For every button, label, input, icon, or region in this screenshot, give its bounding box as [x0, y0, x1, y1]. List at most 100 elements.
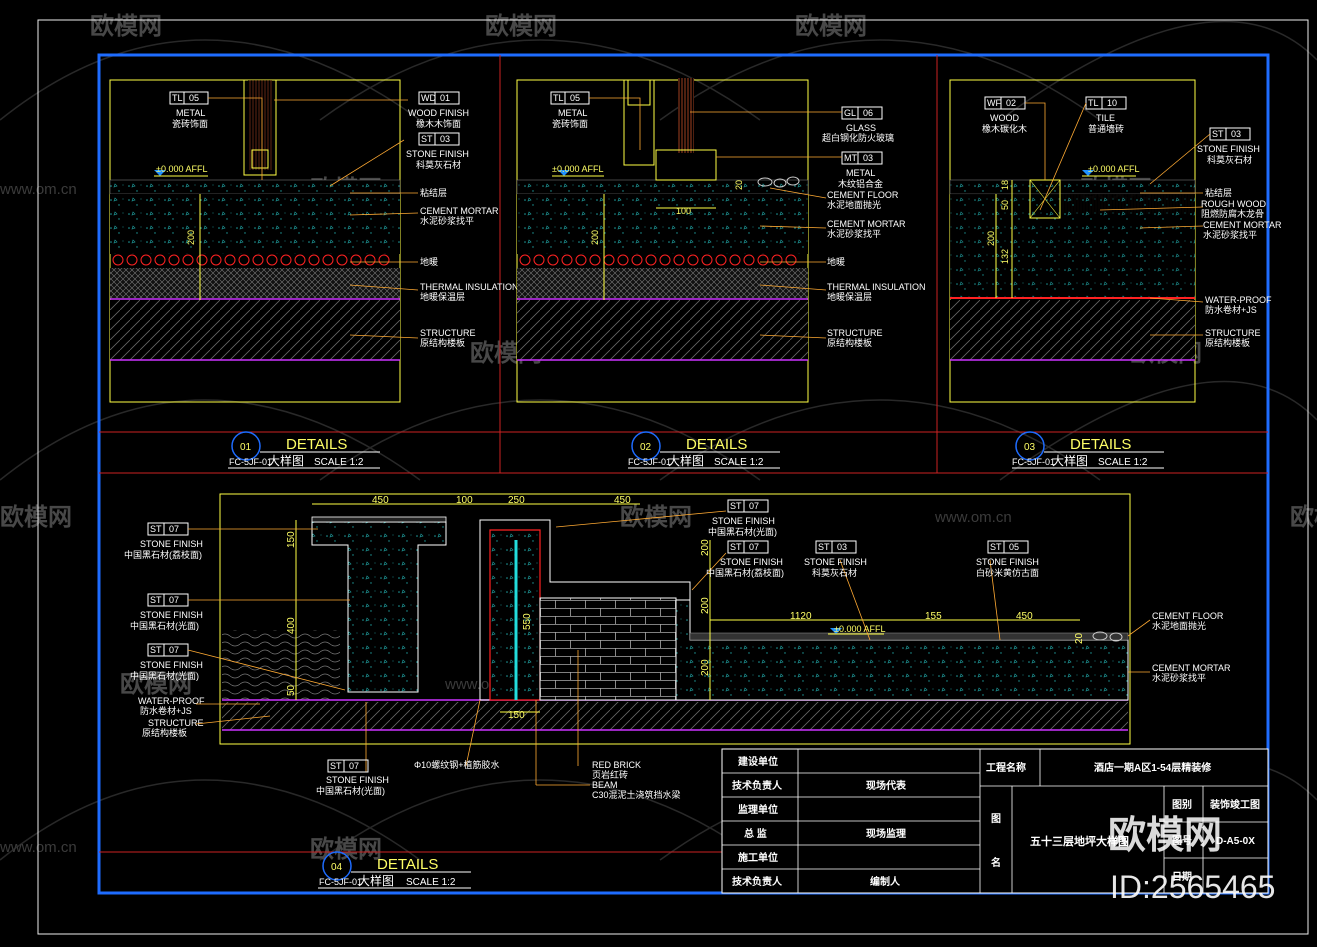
detail-title-01: 01 DETAILS FC-5JF-01 大样图 SCALE 1:2: [228, 431, 380, 469]
detail-scale: SCALE 1:2: [406, 877, 456, 888]
layer-label: 防水卷材+JS: [1205, 304, 1257, 315]
material-cn: 中国黑石材(光面): [316, 785, 385, 796]
watermark-brand: 欧模网: [485, 12, 557, 40]
layer-label: CEMENT MORTAR: [1203, 220, 1282, 230]
tag-code: WD: [421, 93, 436, 103]
tag-num: 07: [169, 524, 179, 534]
watermark-brand: 欧模网: [1290, 503, 1317, 531]
tb-label: 技术负责人: [732, 875, 783, 888]
material-cn: 白砂米黄仿古面: [976, 567, 1039, 578]
tag-code: ST: [818, 542, 830, 552]
layer-label: 水泥地面抛光: [1152, 620, 1206, 631]
dim-text: 450: [372, 495, 389, 506]
tag-num: 07: [169, 645, 179, 655]
level-label: ±0.000 AFFL: [156, 164, 207, 174]
level-label: ±0.000 AFFL: [552, 164, 603, 174]
detail-scale: SCALE 1:2: [1098, 457, 1148, 468]
layer-label: 水泥砂浆找平: [1203, 229, 1257, 240]
tb-drawing-name: 五十三层地坪大样图: [1030, 834, 1129, 848]
tag-code: GL: [844, 108, 856, 118]
tb-label: 总 监: [744, 827, 767, 840]
tb-label: 监理单位: [738, 803, 778, 816]
tag-code: TL: [553, 93, 564, 103]
layer-label: CEMENT FLOOR: [1152, 611, 1224, 621]
tag-num: 07: [749, 501, 759, 511]
detail-title: DETAILS: [686, 436, 747, 453]
tag-code: MT: [844, 153, 857, 163]
layer-label: STRUCTURE: [420, 328, 476, 338]
layer-label: 阻燃防腐木龙骨: [1201, 208, 1264, 219]
material-en: METAL: [176, 108, 205, 118]
layer-label: 地暖保温层: [420, 291, 465, 302]
tag-code: TL: [1088, 98, 1099, 108]
layer-label: 粘结层: [420, 187, 447, 198]
tb-label: 图: [991, 813, 1001, 825]
dim-text: 20: [734, 180, 744, 190]
tag-num: 07: [169, 595, 179, 605]
material-cn: 中国黑石材(光面): [130, 620, 199, 631]
material-en: GLASS: [846, 123, 876, 133]
tag-code: ST: [730, 542, 742, 552]
beam-label: C30混泥土浇筑挡水梁: [592, 789, 681, 800]
layer-label: 地暖保温层: [827, 291, 872, 302]
drawing-frame: [97, 53, 1270, 895]
tag-num: 01: [440, 93, 450, 103]
dim-text: 132: [1000, 249, 1010, 264]
watermark-id: ID:2565465: [1110, 869, 1275, 905]
watermark-brand: 欧模网: [90, 12, 162, 40]
tag-num: 05: [1009, 542, 1019, 552]
dim-text: 550: [522, 613, 533, 630]
material-en: WOOD: [990, 113, 1019, 123]
tag-code: ST: [150, 524, 162, 534]
dim-text: 400: [286, 617, 297, 634]
detail-number: 01: [240, 442, 252, 453]
tb-label: 工程名称: [986, 761, 1026, 774]
dim-text: 150: [508, 710, 525, 721]
tag-code: ST: [990, 542, 1002, 552]
detail-number: 03: [1024, 442, 1036, 453]
tag-num: 03: [863, 153, 873, 163]
layer-label: WATER-PROOF: [1205, 295, 1272, 305]
layer-label: STRUCTURE: [1205, 328, 1261, 338]
material-en: STONE FINISH: [976, 557, 1039, 567]
rebar-label: Φ10螺纹钢+植筋胶水: [414, 759, 499, 770]
layer-label: 水泥砂浆找平: [1152, 672, 1206, 683]
tb-label: 图别: [1172, 798, 1192, 811]
dim-text: 20: [1074, 632, 1085, 644]
material-cn: 超白钢化防火玻璃: [822, 132, 894, 143]
material-en: METAL: [846, 168, 875, 178]
detail-title-03: 03 DETAILS FC-5JF-01 大样图 SCALE 1:2: [1012, 431, 1164, 469]
material-en: TILE: [1096, 113, 1115, 123]
watermark-brand: 欧模网: [120, 670, 192, 698]
material-cn: 科莫灰石材: [812, 567, 857, 578]
tag-num: 07: [349, 761, 359, 771]
dim-text: 1120: [790, 611, 812, 622]
layer-label: STRUCTURE: [827, 328, 883, 338]
detail-cn: 大样图: [268, 453, 304, 468]
tb-value: 现场代表: [866, 779, 907, 792]
layer-label: 水泥砂浆找平: [827, 228, 881, 239]
layer-label: THERMAL INSULATION: [827, 282, 926, 292]
tag-code: TL: [172, 93, 183, 103]
brick-label: RED BRICK: [592, 760, 641, 770]
tag-num: 03: [837, 542, 847, 552]
outer-sheet-border: [37, 19, 1309, 935]
layer-label: 原结构楼板: [420, 337, 465, 348]
layer-label: 防水卷材+JS: [140, 705, 192, 716]
watermark-brand: 欧模网: [620, 503, 692, 531]
material-cn: 中国黑石材(光面): [130, 670, 199, 681]
watermark-brand: 欧模网: [310, 835, 382, 863]
layer-label: THERMAL INSULATION: [420, 282, 519, 292]
material-en: STONE FINISH: [326, 775, 389, 785]
title-block: 建设单位 技术负责人 现场代表 监理单位 总 监 现场监理 施工单位 技术负责人…: [721, 748, 1269, 894]
detail-ref: FC-5JF-01: [319, 877, 362, 887]
dim-text: 100: [676, 206, 691, 216]
tb-value: 酒店一期A区1-54层精装修: [1094, 761, 1212, 774]
material-en: STONE FINISH: [140, 610, 203, 620]
tag-num: 10: [1107, 98, 1117, 108]
material-cn: 橡木碳化木: [982, 123, 1027, 134]
dim-text: 50: [286, 684, 297, 696]
tb-value: 现场监理: [866, 827, 906, 840]
